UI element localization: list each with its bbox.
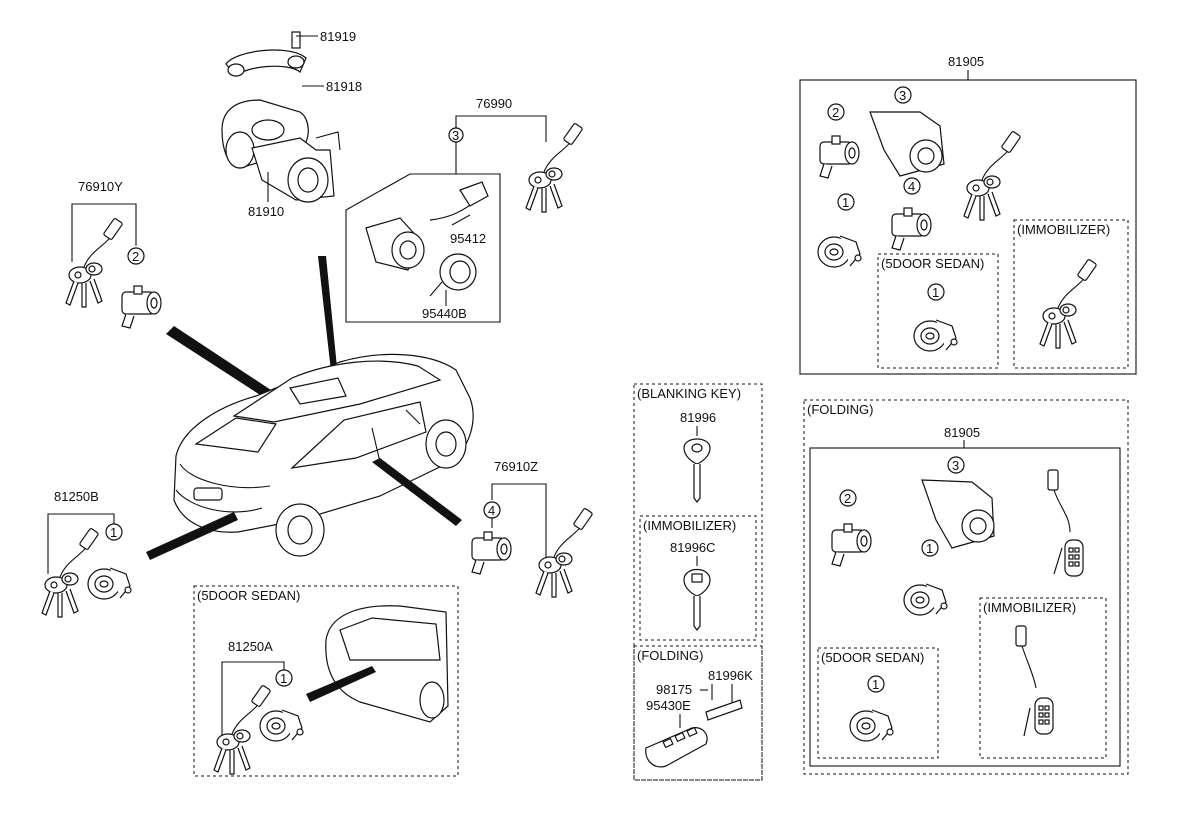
immobilizer-key-set-icon [1039, 258, 1098, 349]
callout-2: 2 [132, 249, 139, 264]
callout-1-b: 1 [280, 671, 287, 686]
hatch-lock-tr-icon [913, 319, 958, 352]
folding-right-box [803, 399, 1129, 775]
trunk-cylinder-f-icon [831, 523, 872, 567]
immobilizer-tr-box [1013, 219, 1129, 369]
key-blade-81996K-icon [705, 699, 743, 721]
key-set-76910Z-icon [535, 507, 594, 598]
callout-1-tr: 1 [932, 285, 939, 300]
ignition-switch-box [345, 173, 501, 323]
part-81918: 81918 [326, 79, 362, 94]
part-95430E: 95430E [646, 698, 691, 713]
box-5door-sedan-folding: (5DOOR SEDAN) [821, 650, 924, 665]
blank-key-81996-icon [683, 438, 711, 503]
box-folding-right: (FOLDING) [807, 402, 873, 417]
part-76990: 76990 [476, 96, 512, 111]
set-81905-box [799, 79, 1137, 375]
folding-mid-box [633, 645, 763, 781]
ignition-cylinder-r-icon [869, 111, 945, 177]
trunk-lock-cylinder-icon [87, 567, 132, 600]
box-5door-sedan-bottom: (5DOOR SEDAN) [197, 588, 300, 603]
box-blanking-key: (BLANKING KEY) [637, 386, 741, 401]
callout-4: 4 [488, 503, 495, 518]
part-76910Y: 76910Y [78, 179, 123, 194]
callout-2-f: 2 [844, 491, 851, 506]
key-set-r-icon [963, 130, 1022, 221]
part-81910: 81910 [248, 204, 284, 219]
blank-key-81996C-icon [683, 568, 711, 631]
part-81905-top: 81905 [948, 54, 984, 69]
part-81996K: 81996K [708, 668, 753, 683]
key-set-76910Y-icon [65, 217, 124, 308]
part-81919: 81919 [320, 29, 356, 44]
box-immobilizer-mid: (IMMOBILIZER) [643, 518, 736, 533]
car-illustration-icon [173, 353, 474, 557]
steering-lock-assembly-icon [221, 31, 341, 203]
box-immobilizer-tr: (IMMOBILIZER) [1017, 222, 1110, 237]
folding-key-set-f-icon [1047, 469, 1084, 577]
callout-1-f: 1 [926, 541, 933, 556]
trunk-cylinder-icon [121, 285, 162, 329]
callout-3-r: 3 [899, 88, 906, 103]
callout-1-r: 1 [842, 195, 849, 210]
part-81250A: 81250A [228, 639, 273, 654]
part-95440B: 95440B [422, 306, 467, 321]
hatch-lock-cylinder-icon [259, 709, 304, 742]
immobilizer-folding-box [979, 597, 1107, 759]
callout-3: 3 [452, 128, 459, 143]
part-81996: 81996 [680, 410, 716, 425]
part-81905-folding: 81905 [944, 425, 980, 440]
callout-2-circle [127, 247, 145, 265]
box-5door-sedan-tr: (5DOOR SEDAN) [881, 256, 984, 271]
folding-remote-key-icon [645, 726, 708, 768]
hatchback-rear-icon [325, 605, 449, 723]
callout-2-r: 2 [832, 105, 839, 120]
trunk-lock-r-icon [817, 235, 862, 268]
callout-3-f: 3 [952, 458, 959, 473]
part-95412: 95412 [450, 231, 486, 246]
door-cylinder-r-icon [891, 207, 932, 251]
door-cylinder-icon [471, 531, 512, 575]
trunk-lock-f-icon [903, 583, 948, 616]
ignition-switch-icon [365, 181, 489, 271]
lock-ring-icon [429, 253, 477, 297]
key-set-76990-icon [525, 122, 584, 213]
box-folding-mid: (FOLDING) [637, 648, 703, 663]
part-76910Z: 76910Z [494, 459, 538, 474]
five-door-sedan-folding-box [817, 647, 939, 759]
part-81250B: 81250B [54, 489, 99, 504]
callout-1: 1 [110, 525, 117, 540]
ignition-cylinder-f-icon [921, 479, 995, 549]
five-door-sedan-box [193, 585, 459, 777]
set-81905-folding-box [809, 447, 1121, 767]
part-81996C: 81996C [670, 540, 716, 555]
trunk-cylinder-r-icon [819, 135, 860, 179]
five-door-sedan-tr-box [877, 253, 999, 369]
key-set-81250B-icon [41, 527, 100, 618]
part-98175: 98175 [656, 682, 692, 697]
box-immobilizer-folding: (IMMOBILIZER) [983, 600, 1076, 615]
callout-4-r: 4 [908, 179, 915, 194]
hatch-lock-f-icon [849, 709, 894, 742]
immobilizer-folding-key-icon [1015, 625, 1054, 737]
callout-1-fs: 1 [872, 677, 879, 692]
